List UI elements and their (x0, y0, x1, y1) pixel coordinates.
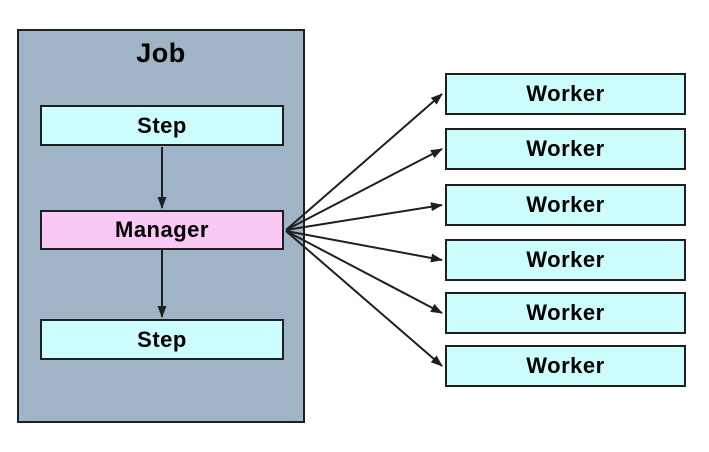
manager-node: Manager (40, 210, 284, 250)
manager-to-worker-arrow-5 (285, 230, 443, 314)
worker-node-2: Worker (445, 128, 686, 170)
step-node-top: Step (40, 105, 284, 146)
manager-to-worker-arrow-3 (285, 202, 443, 231)
manager-to-worker-arrow-4 (285, 230, 443, 263)
worker-node-3: Worker (445, 184, 686, 226)
worker-node-1: Worker (445, 73, 686, 115)
manager-to-worker-arrow-6 (285, 230, 443, 367)
worker-node-5: Worker (445, 292, 686, 334)
step-node-bottom: Step (40, 319, 284, 360)
manager-to-worker-arrow-1 (285, 93, 443, 231)
worker-node-6: Worker (445, 345, 686, 387)
job-title: Job (136, 38, 186, 68)
manager-to-worker-arrow-2 (285, 148, 443, 231)
worker-node-4: Worker (445, 239, 686, 281)
